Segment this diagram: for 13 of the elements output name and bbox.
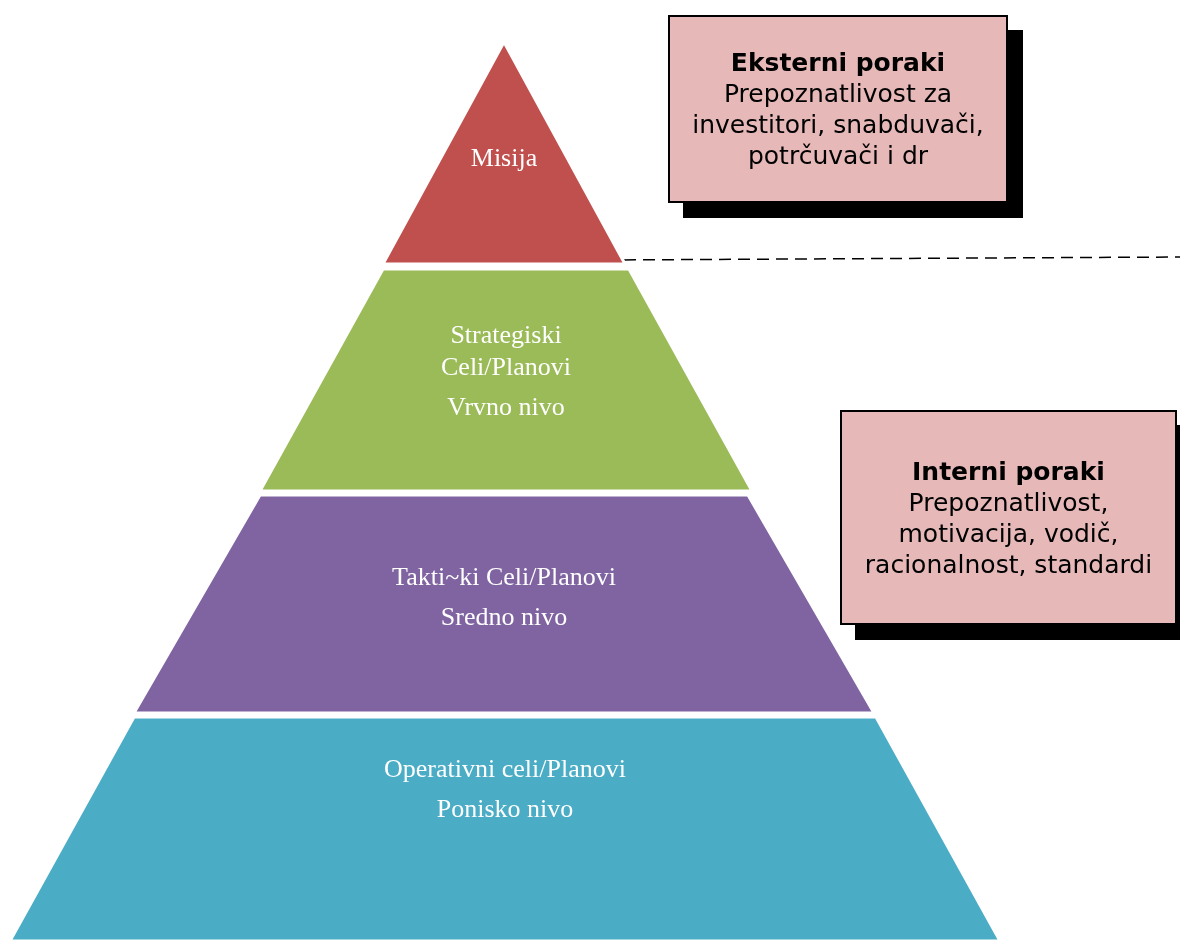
tier-label: Strategiski Celi/Planovi xyxy=(440,319,572,383)
tier-label: Ponisko nivo xyxy=(436,793,574,825)
tier-label: Operativni celi/Planovi xyxy=(384,753,626,785)
tier-label: Misija xyxy=(470,142,538,174)
box-text: Prepoznatlivost, motivacija, vodič, racionalnost, standardi xyxy=(863,486,1154,580)
tier-label: Sredno nivo xyxy=(440,601,568,633)
tier-label: Takti~ki Celi/Planovi xyxy=(392,561,616,593)
message-box xyxy=(840,410,1177,625)
box-heading: Interni poraki xyxy=(912,455,1105,487)
tier-label: Vrvno nivo xyxy=(447,391,565,423)
message-box xyxy=(668,15,1008,203)
box-text: Prepoznatlivost za investitori, snabduvači, potrčuvači i dr xyxy=(691,78,985,171)
box-heading: Eksterni poraki xyxy=(730,47,946,78)
